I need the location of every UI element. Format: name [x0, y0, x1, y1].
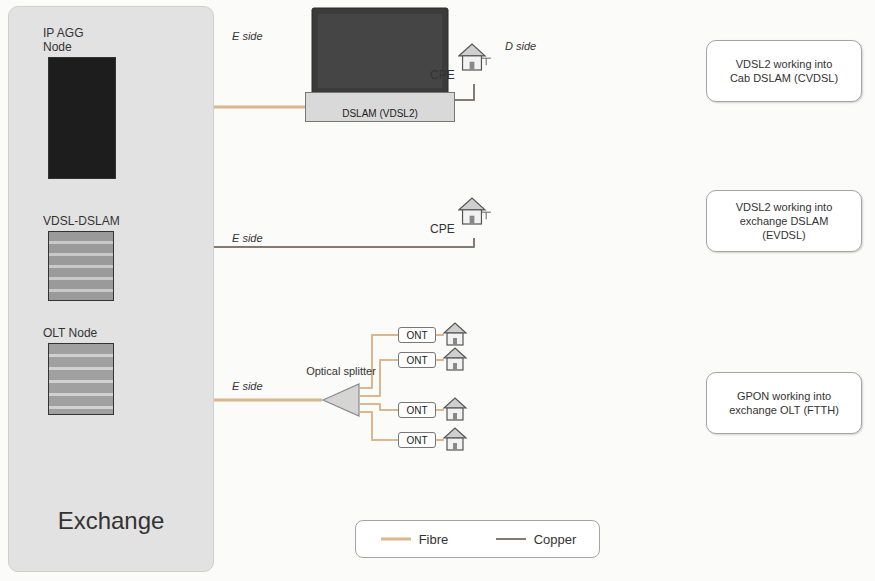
node-label: GPON working into exchange OLT (FTTH) [727, 389, 841, 418]
description-box: VDSL2 working into exchange DSLAM (EVDSL… [706, 190, 862, 252]
fibre-drop [436, 359, 444, 361]
node-label: DSLAM (VDSL2) [342, 108, 418, 119]
house-icon [459, 44, 491, 70]
house-wall [447, 408, 463, 420]
fibre-drop [436, 409, 444, 411]
house-wall [463, 210, 482, 224]
house-figure [458, 196, 492, 236]
node-label: ONT [406, 355, 427, 366]
fibre-link [360, 404, 398, 410]
optical-splitter: Optical splitter [322, 383, 360, 417]
house-door [470, 216, 475, 224]
house-roof [444, 348, 466, 358]
node-label: ONT [406, 435, 427, 446]
legend-box: Fibre Copper [355, 520, 600, 558]
house-icon [444, 323, 466, 345]
side-label: E side [232, 380, 263, 392]
house-wall [463, 56, 482, 70]
house-wall [447, 333, 463, 345]
node-label: VDSL-DSLAM [43, 215, 153, 229]
description-box: VDSL2 working into Cab DSLAM (CVDSL) [706, 40, 862, 102]
equipment-rack: OLT Node [48, 343, 114, 415]
dslam-unit: DSLAM (VDSL2) [305, 92, 455, 122]
exchange-panel: Exchange IP AGG NodeVDSL-DSLAM OLT Node [8, 6, 214, 572]
legend-item: Fibre [379, 532, 449, 547]
house-figure [458, 42, 492, 82]
legend-text: Copper [534, 532, 577, 547]
ont-box: ONT [398, 327, 436, 343]
node-label: VDSL2 working into Cab DSLAM (CVDSL) [727, 57, 841, 86]
house-icon [444, 398, 466, 420]
house-door [453, 443, 457, 450]
house-roof [444, 323, 466, 333]
equipment-rack: VDSL-DSLAM [48, 231, 114, 301]
fibre-link [360, 412, 398, 440]
legend-line [381, 538, 411, 541]
node-label: Exchange [9, 507, 213, 535]
splitter-triangle [322, 383, 360, 417]
node-label: ONT [406, 405, 427, 416]
splitter-shape [323, 384, 359, 416]
house-roof [459, 198, 485, 210]
house-roof [444, 398, 466, 408]
node-label: CPE [430, 68, 455, 82]
house-roof [444, 428, 466, 438]
node-label: ONT [406, 330, 427, 341]
side-label: D side [505, 40, 536, 52]
house-icon [444, 428, 466, 450]
cpe-house: CPE [430, 176, 492, 238]
description-box: GPON working into exchange OLT (FTTH) [706, 372, 862, 434]
node-label: VDSL2 working into exchange DSLAM (EVDSL… [727, 200, 841, 243]
node-label: CPE [430, 222, 455, 236]
equipment-rack: IP AGG Node [48, 57, 116, 179]
cabinet-door [318, 14, 442, 88]
house-door [470, 62, 475, 70]
legend-text: Fibre [419, 532, 449, 547]
house-wall [447, 438, 463, 450]
node-label: Optical splitter [298, 365, 384, 378]
legend-line [496, 538, 526, 540]
antenna [486, 212, 487, 219]
house-wall [447, 358, 463, 370]
node-label: IP AGG Node [43, 27, 97, 55]
house-roof [459, 44, 485, 56]
ont-box: ONT [398, 402, 436, 418]
legend-line-sample [379, 535, 413, 543]
cpe-house: CPE [430, 22, 492, 84]
legend-line-sample [494, 535, 528, 543]
copper-link [455, 84, 474, 100]
legend-item: Copper [494, 532, 577, 547]
house-icon [459, 198, 491, 224]
fibre-drop [436, 439, 444, 441]
cabinet-housing [312, 8, 448, 94]
house-door [453, 363, 457, 370]
house-door [453, 413, 457, 420]
side-label: E side [232, 232, 263, 244]
house-icon [444, 348, 466, 370]
side-label: E side [232, 30, 263, 42]
fibre-drop [436, 334, 444, 336]
ont-box: ONT [398, 352, 436, 368]
ont-box: ONT [398, 432, 436, 448]
antenna [486, 58, 487, 65]
node-label: OLT Node [43, 327, 153, 341]
house-door [453, 338, 457, 345]
